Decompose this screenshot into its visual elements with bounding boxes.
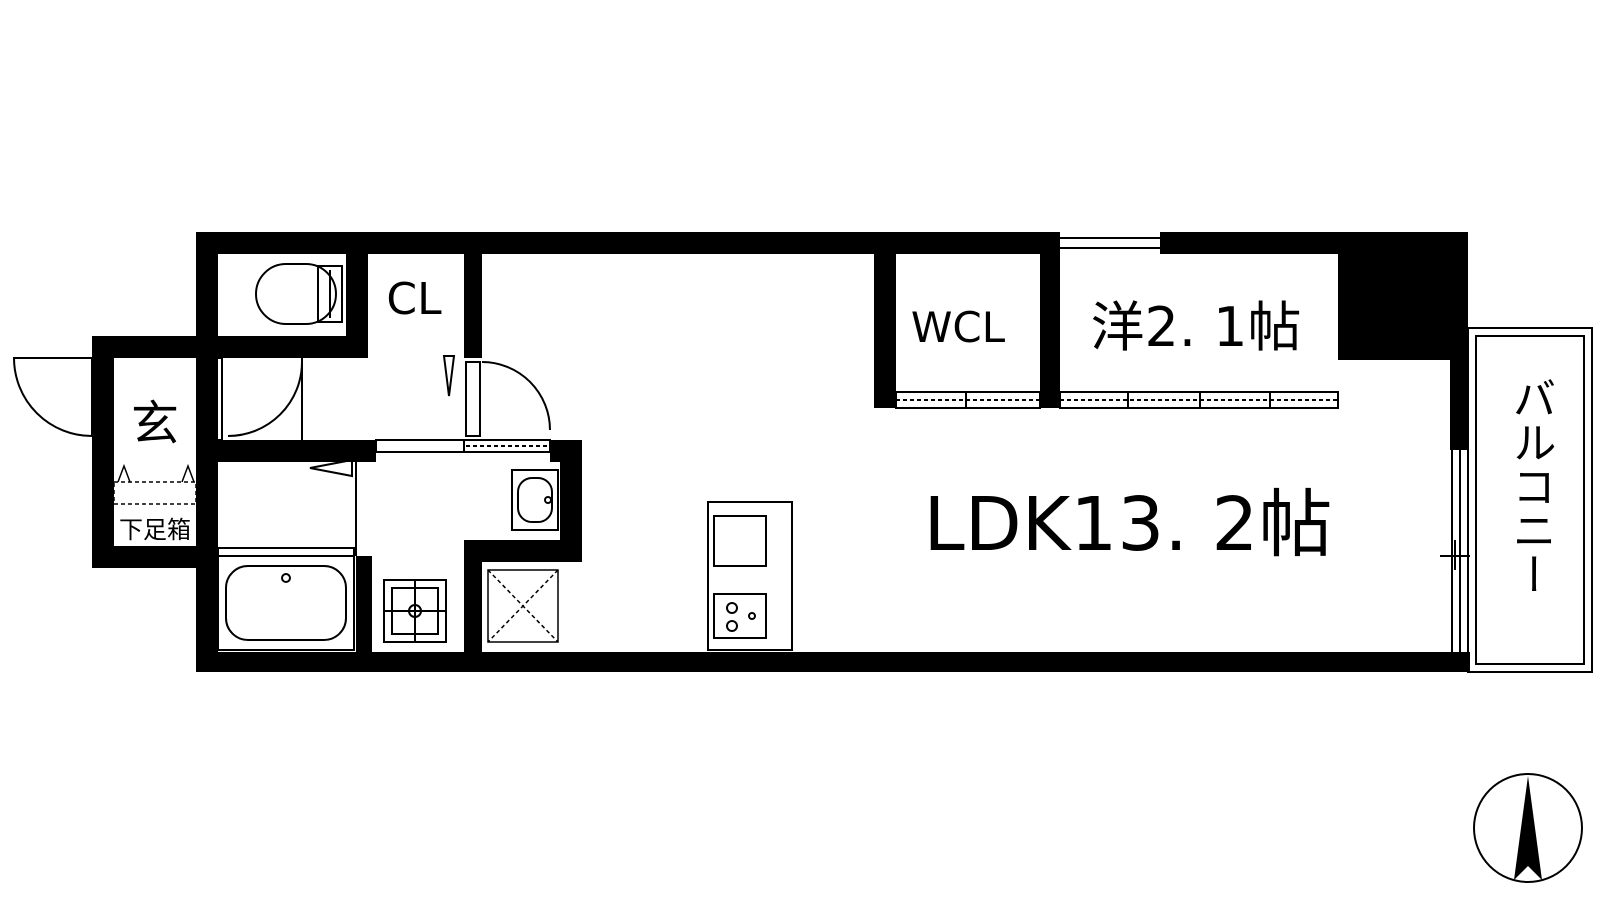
washbasin-icon [511,469,559,531]
walk-in-closet-label: WCL [911,303,1006,352]
balcony [1440,327,1593,673]
wash-partition [309,439,551,556]
toilet-door [227,358,303,440]
hall-door [442,355,551,437]
ldk-label: LDK13. 2帖 [923,482,1332,568]
north-arrow-icon [1473,773,1583,883]
sliding-doors [895,391,1339,409]
closet-label: CL [386,274,442,325]
toilet-icon [255,263,343,325]
laundry-icon [383,579,447,643]
bathtub-icon [217,547,355,651]
sink-icon [713,515,767,567]
western-room-label: 洋2. 1帖 [1090,296,1301,359]
kitchen-counter [707,501,793,651]
walls [92,232,1470,672]
shoe-box [113,463,197,505]
stove-icon [713,593,767,639]
shoe-box-label: 下足箱 [119,516,191,544]
balcony-label: バルコニー [1505,376,1556,596]
entrance-label: 玄 [131,396,179,452]
window-top [1060,232,1160,254]
fridge-space-icon [487,569,559,643]
entrance-door [12,357,223,441]
